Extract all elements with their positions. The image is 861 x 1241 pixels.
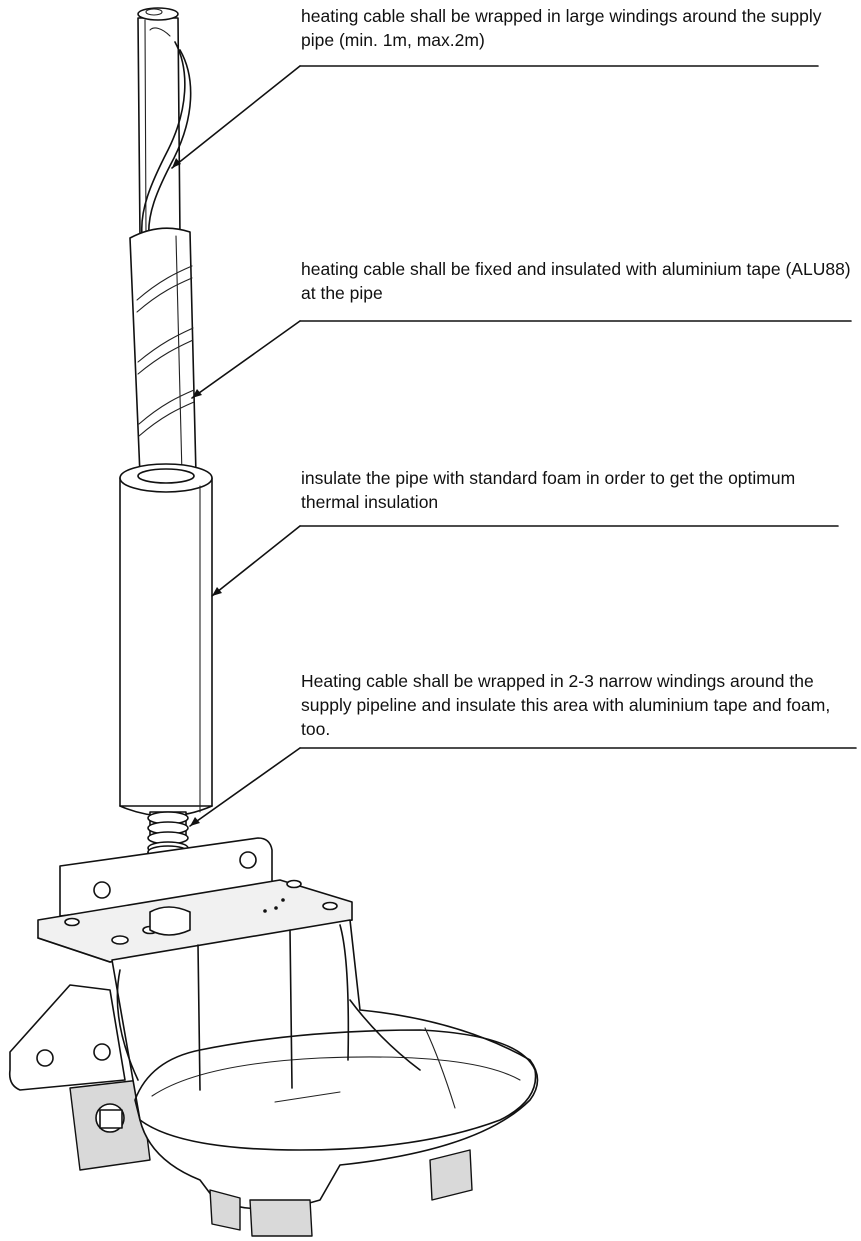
callout-foam-insulation: insulate the pipe with standard foam in … [301, 468, 796, 512]
supply-pipe [137, 7, 181, 239]
foam-insulation-tube [119, 463, 213, 817]
alu-taped-pipe-section [129, 227, 197, 476]
top-plate [37, 879, 353, 963]
leader-lines [171, 65, 857, 827]
callout-alu-tape: heating cable shall be fixed and insulat… [301, 259, 851, 303]
callout-cable-wrap-narrow: Heating cable shall be wrapped in 2-3 na… [301, 671, 831, 739]
callout-cable-wrap-large: heating cable shall be wrapped in large … [301, 6, 822, 50]
water-bowl [111, 919, 539, 1237]
heating-cable-large-windings [140, 27, 192, 239]
